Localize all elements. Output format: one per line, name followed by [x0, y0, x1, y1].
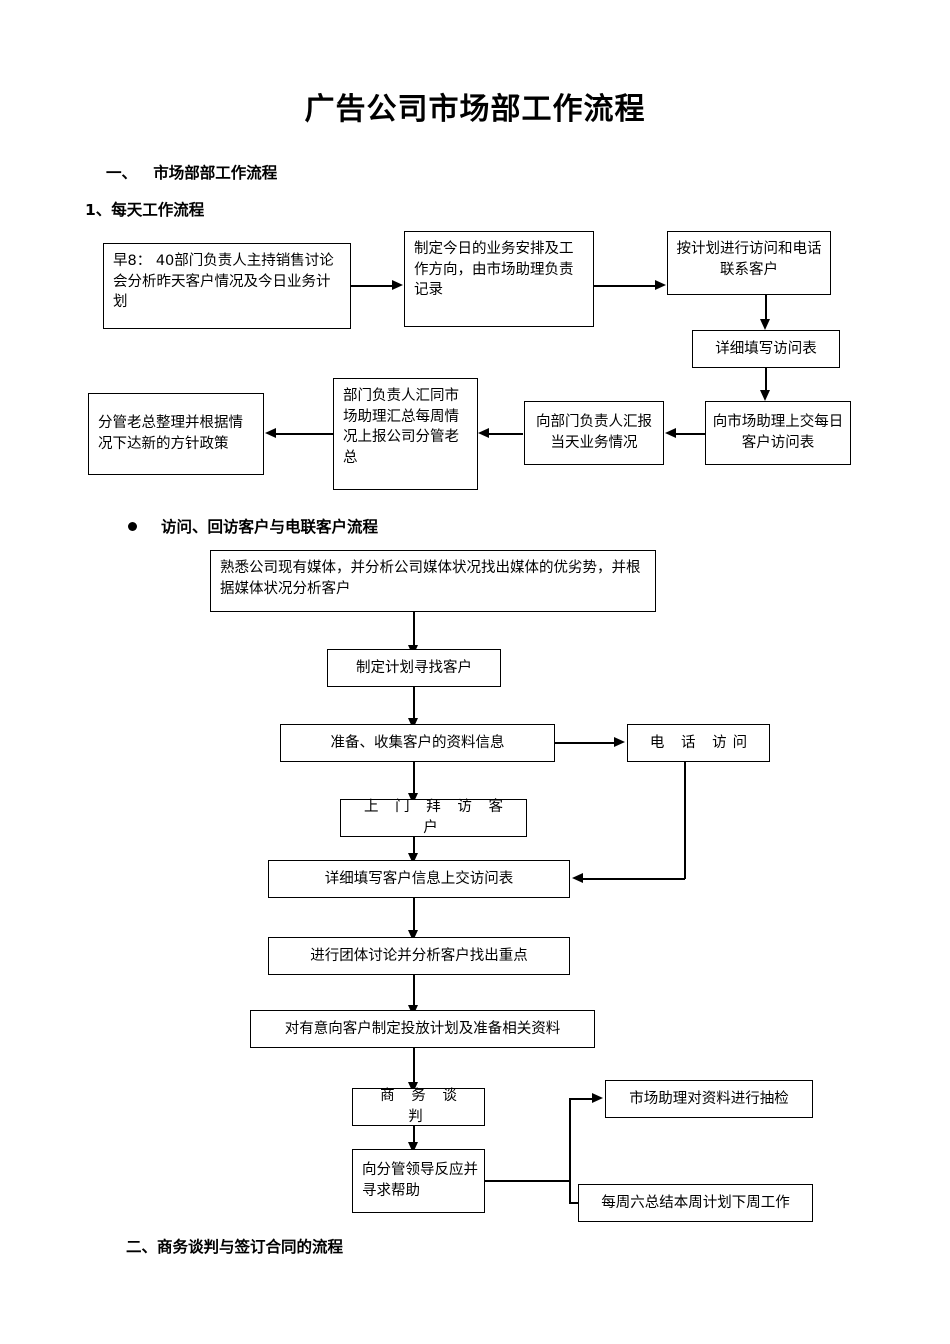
bullet-heading-label: 访问、回访客户与电联客户流程	[161, 518, 379, 536]
arrowhead-weekly-to-boss	[265, 428, 276, 438]
arrowhead-plan-to-collect	[408, 718, 418, 729]
connector-help-split	[569, 1098, 571, 1203]
connector-submit-to-report	[676, 433, 706, 435]
arrowhead-form-to-submit	[760, 390, 770, 401]
flow-box-weekly-summary-report: 部门负责人汇同市场助理汇总每周情况上报公司分管老总	[333, 378, 478, 490]
flow-box-phone-visit: 电 话 访问	[627, 724, 770, 762]
section-2-heading: 二、商务谈判与签订合同的流程	[126, 1238, 344, 1256]
arrowhead-morning-to-plan	[392, 280, 403, 290]
connector-placement-to-negotiation	[413, 1048, 415, 1084]
connector-collect-to-door	[413, 762, 415, 795]
flow-box-plan-find-client: 制定计划寻找客户	[327, 649, 501, 687]
arrowhead-submit-to-report	[665, 428, 676, 438]
flow-box-morning-meeting: 早8： 40部门负责人主持销售讨论会分析昨天客户情况及今日业务计划	[103, 243, 351, 329]
flow-box-submit-daily-form: 向市场助理上交每日客户访问表	[705, 401, 851, 465]
connector-weekly-to-boss	[276, 433, 333, 435]
flow-box-plan-today: 制定今日的业务安排及工作方向，由市场助理负责记录	[404, 231, 594, 327]
arrowhead-help-to-spotcheck	[592, 1093, 603, 1103]
connector-form-to-submit	[765, 368, 767, 391]
flow-box-boss-new-policy: 分管老总整理并根据情况下达新的方针政策	[88, 393, 264, 475]
arrowhead-report-to-weekly	[478, 428, 489, 438]
arrowhead-collect-to-door	[408, 793, 418, 804]
bullet-dot-icon	[128, 521, 137, 531]
flow-box-group-discussion: 进行团体讨论并分析客户找出重点	[268, 937, 570, 975]
connector-morning-to-plan	[351, 285, 393, 287]
connector-phone-to-fill	[583, 878, 685, 880]
connector-negotiation-to-help	[413, 1126, 415, 1144]
arrowhead-negotiation-to-help	[408, 1142, 418, 1153]
connector-help-to-spotcheck	[569, 1098, 594, 1100]
flow-box-collect-client-info: 准备、收集客户的资料信息	[280, 724, 555, 762]
section-1-heading: 一、 市场部部工作流程	[106, 164, 278, 182]
arrowhead-placement-to-negotiation	[408, 1082, 418, 1093]
flow-box-fill-visit-form: 详细填写访问表	[692, 330, 840, 368]
connector-visit-to-form	[765, 295, 767, 321]
connector-discussion-to-placement	[413, 975, 415, 1007]
arrowhead-fill-to-discussion	[408, 930, 418, 941]
connector-phone-down	[684, 762, 686, 879]
connector-plan-to-collect	[413, 687, 415, 720]
flow-box-visit-and-call: 按计划进行访问和电话联系客户	[667, 231, 831, 295]
flow-box-know-media: 熟悉公司现有媒体，并分析公司媒体状况找出媒体的优劣势，并根据媒体状况分析客户	[210, 550, 656, 612]
bullet-heading: 访问、回访客户与电联客户流程	[128, 515, 378, 537]
connector-collect-to-phone	[555, 742, 615, 744]
flow-box-assistant-spot-check: 市场助理对资料进行抽检	[605, 1080, 813, 1118]
flow-box-door-visit: 上 门 拜 访 客 户	[340, 799, 527, 837]
flow-box-saturday-summary: 每周六总结本周计划下周工作	[578, 1184, 813, 1222]
arrowhead-phone-to-fill	[572, 873, 583, 883]
page-title: 广告公司市场部工作流程	[304, 92, 646, 127]
connector-media-to-plan	[413, 612, 415, 647]
flow-box-make-placement-plan: 对有意向客户制定投放计划及准备相关资料	[250, 1010, 595, 1048]
flow-box-seek-leader-help: 向分管领导反应并寻求帮助	[352, 1149, 485, 1213]
flow-box-business-negotiation: 商 务 谈 判	[352, 1088, 485, 1126]
flow-box-report-to-manager: 向部门负责人汇报当天业务情况	[524, 401, 664, 465]
connector-plan-to-visit	[594, 285, 656, 287]
arrowhead-collect-to-phone	[614, 737, 625, 747]
connector-help-right	[485, 1180, 570, 1182]
flow-box-fill-client-form: 详细填写客户信息上交访问表	[268, 860, 570, 898]
connector-door-to-fill	[413, 837, 415, 855]
connector-report-to-weekly	[489, 433, 523, 435]
section-1-sub-heading: 1、每天工作流程	[85, 201, 205, 219]
arrowhead-plan-to-visit	[655, 280, 666, 290]
connector-fill-to-discussion	[413, 898, 415, 932]
arrowhead-visit-to-form	[760, 319, 770, 330]
arrowhead-door-to-fill	[408, 853, 418, 864]
